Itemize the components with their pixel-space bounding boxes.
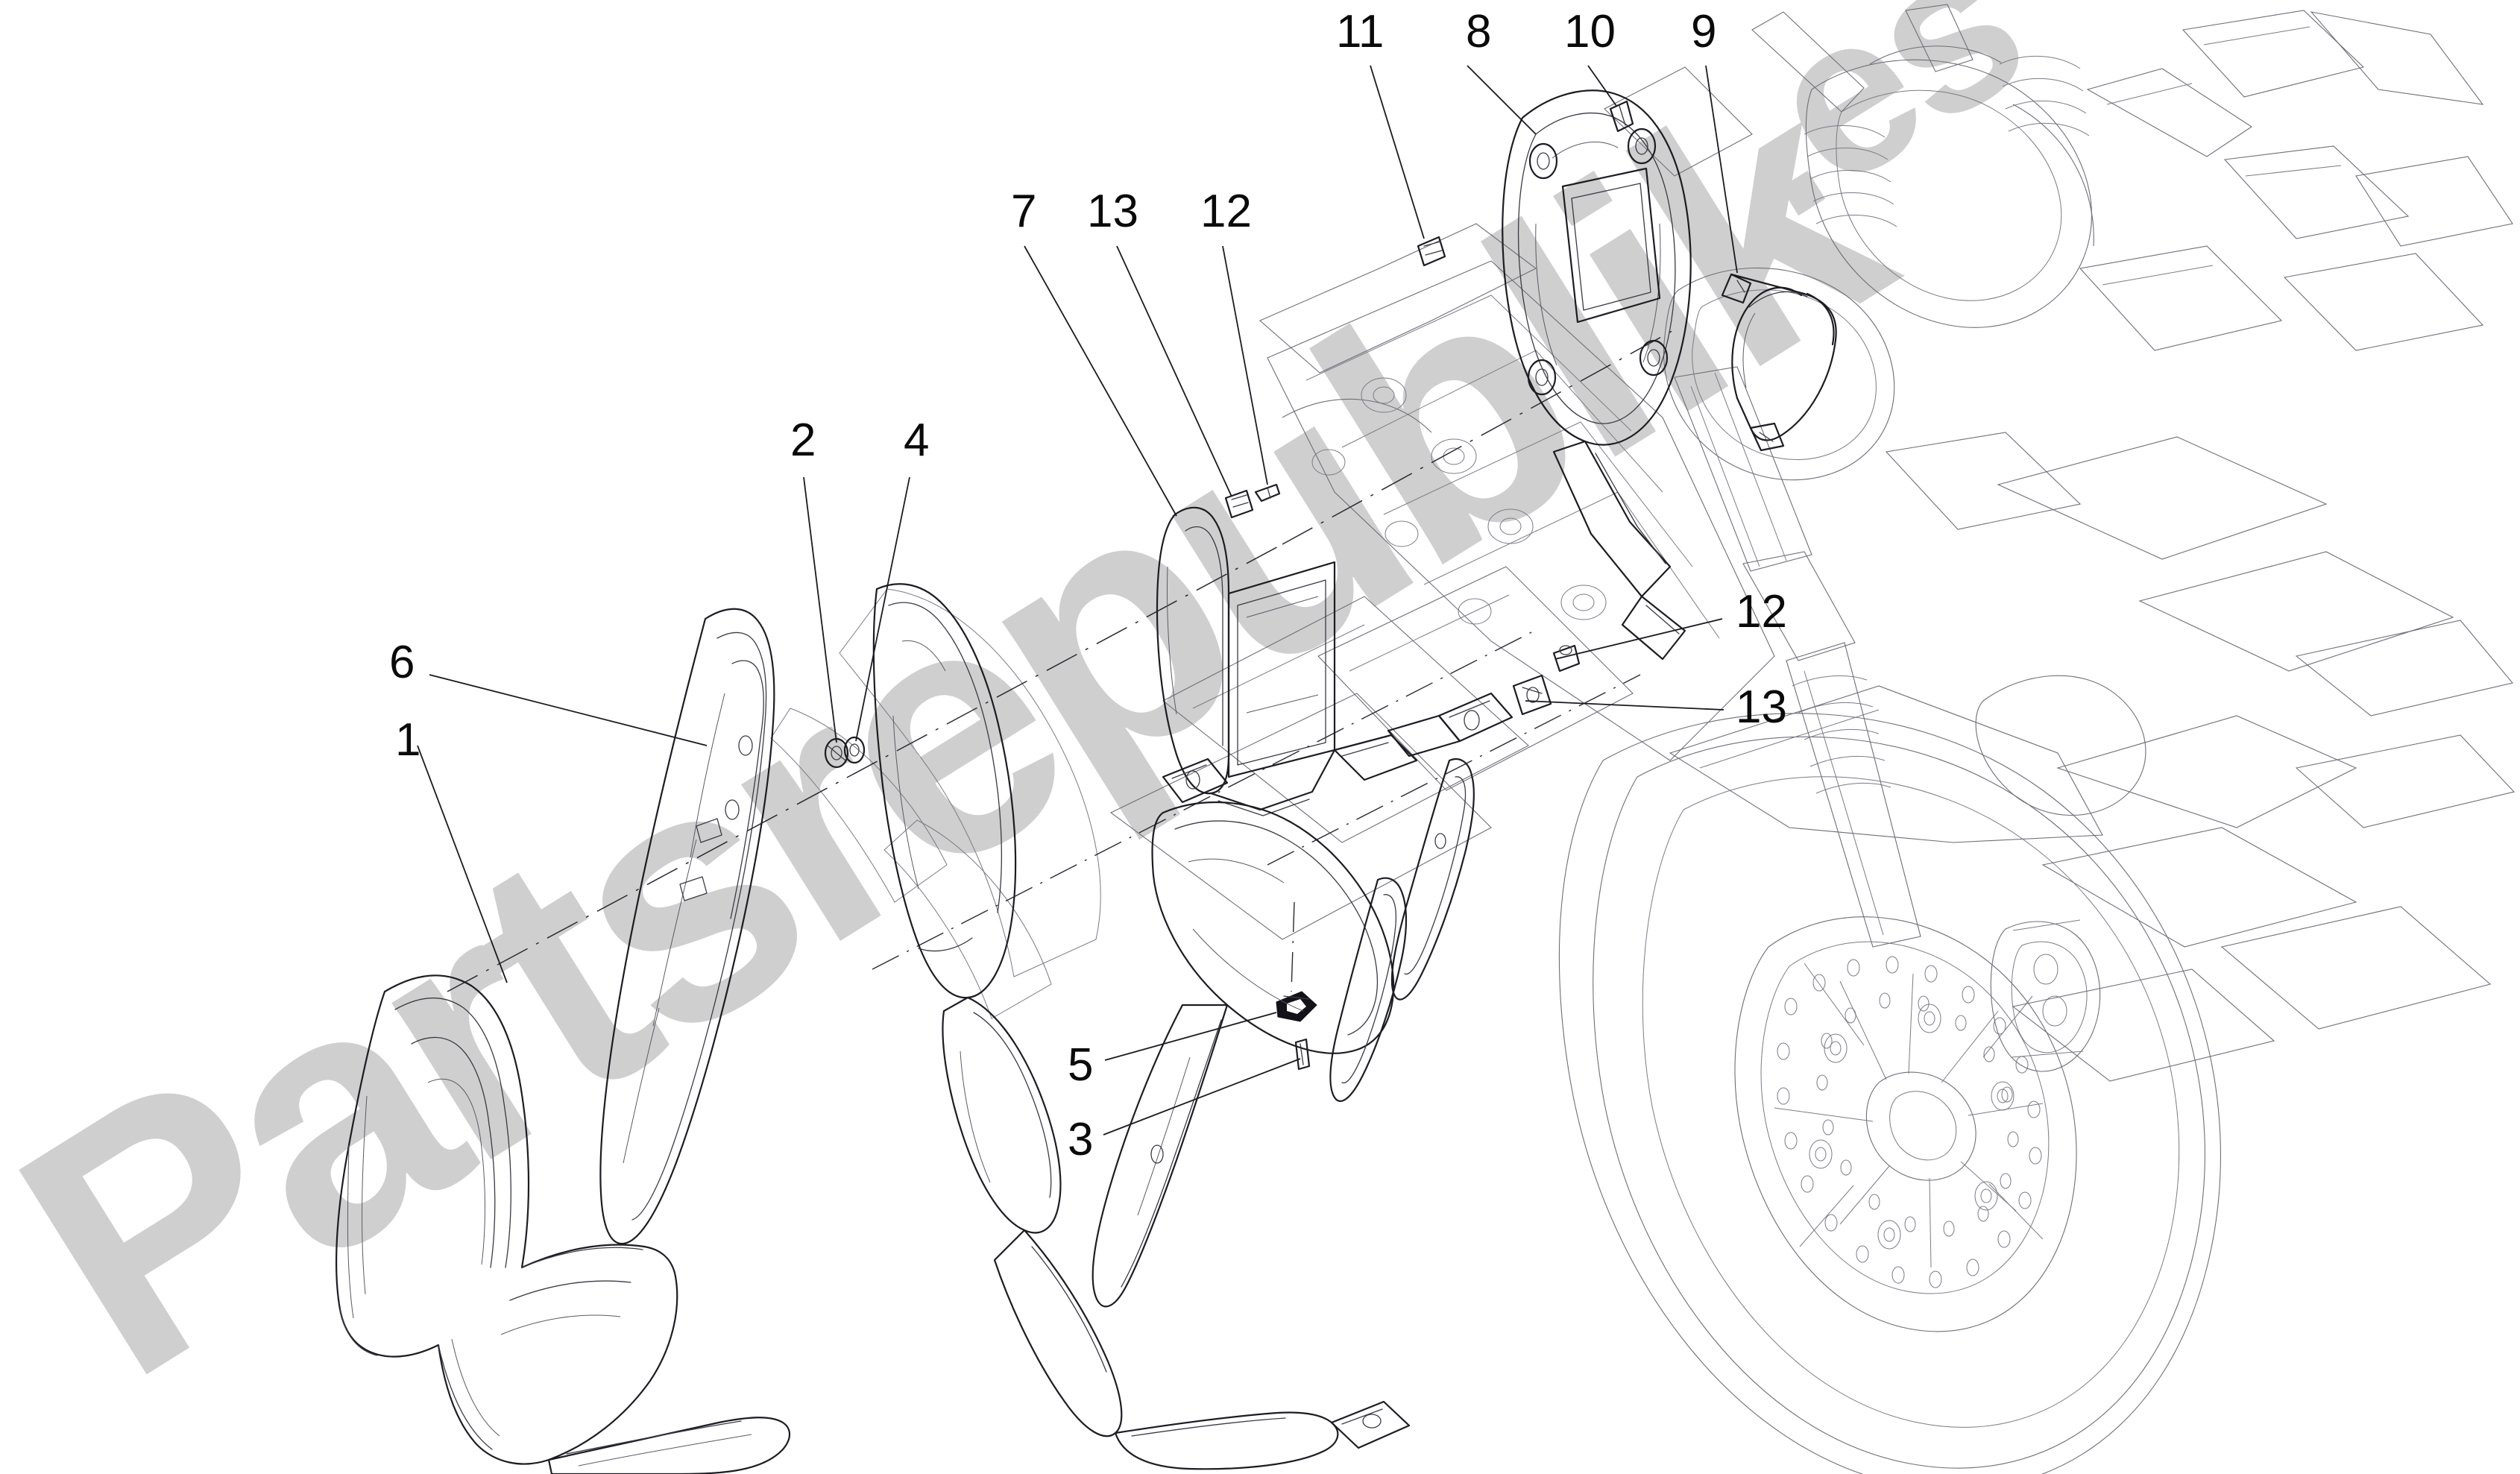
callout-2: 2 (790, 415, 816, 466)
part-9-bracket-hoop (1721, 273, 1837, 452)
part-11-clip (1417, 236, 1446, 267)
part-12-screw-lower (1552, 644, 1581, 673)
callout-13-upper: 13 (1087, 186, 1138, 237)
part-13-clip-upper (1224, 489, 1254, 519)
front-fork-ghost (1674, 366, 2101, 1072)
part-13-clip-lower (1512, 674, 1552, 716)
small-plate-under-part7 (1162, 758, 1229, 804)
part-8-front-cowl (1502, 89, 1692, 661)
part-12-screw-upper (1254, 483, 1281, 503)
callout-4: 4 (904, 415, 930, 466)
frame-ghost (1109, 223, 2516, 1082)
callout-12-upper: 12 (1200, 186, 1252, 237)
callout-7: 7 (1011, 186, 1037, 237)
callout-10: 10 (1564, 6, 1616, 57)
callout-1: 1 (395, 714, 421, 766)
trim-strip-a (1329, 877, 1408, 1102)
callout-5: 5 (1068, 1039, 1094, 1091)
trim-strip-b (1390, 758, 1475, 1001)
callout-8: 8 (1466, 6, 1492, 57)
callout-6: 6 (389, 637, 415, 688)
callout-13-lower: 13 (1736, 681, 1787, 733)
part-3-pin (1294, 1038, 1311, 1071)
steering-assembly-ghost (1604, 4, 2513, 530)
callout-12-lower: 12 (1736, 586, 1787, 637)
assembly-axis-lines (447, 327, 1678, 992)
part-4-screw (843, 736, 866, 764)
right-mid-fairing-panel (1092, 801, 1394, 1308)
part-10-screw (1609, 100, 1634, 133)
part-7-centre-fairing (1156, 506, 1418, 816)
callout-9: 9 (1691, 6, 1717, 57)
part-1-lower-front-shield (336, 974, 791, 1474)
part-5-grommet (1276, 991, 1317, 1022)
mid-fairing-panel (872, 583, 1411, 1470)
bracket-plate-lower (1387, 692, 1513, 758)
front-wheel-ghost (1558, 713, 2221, 1474)
part-6-upper-side-fairing (599, 608, 775, 1245)
callout-leader-lines (417, 65, 1738, 1136)
callout-3: 3 (1068, 1114, 1094, 1165)
callout-11: 11 (1336, 6, 1385, 57)
